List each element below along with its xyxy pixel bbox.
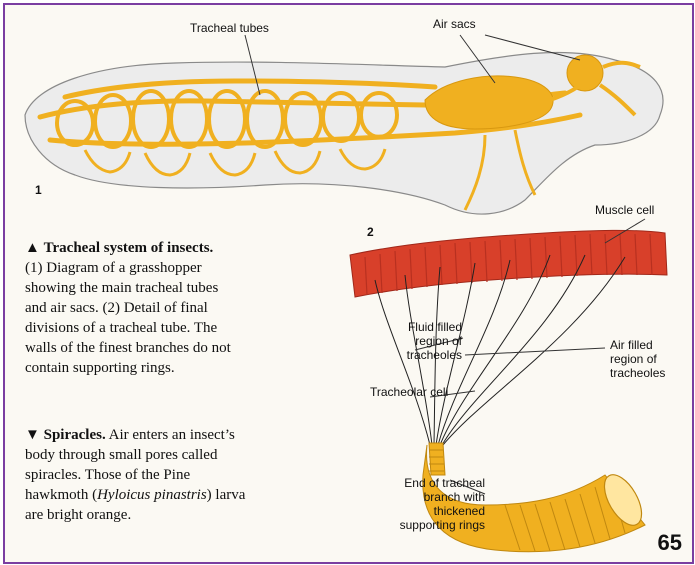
page-frame: Tracheal tubes Air sacs 1 (3, 3, 694, 564)
muscle-cell-label: Muscle cell (595, 203, 654, 217)
triangle-down-icon: ▼ (25, 427, 40, 443)
muscle-cell (350, 230, 667, 297)
tracheolar-cell-label: Tracheolar cell (370, 385, 448, 399)
fluid-filled-label: Fluid filled region of tracheoles (362, 320, 462, 362)
triangle-up-icon: ▲ (25, 240, 40, 256)
end-of-branch-label: End of tracheal branch with thickened su… (365, 476, 485, 532)
spiracles-caption: ▼ Spiracles. Air enters an insect’s body… (25, 425, 345, 525)
air-filled-label: Air filled region of tracheoles (610, 338, 665, 380)
page-number: 65 (658, 530, 682, 556)
figure-2-number: 2 (367, 225, 374, 239)
tracheal-system-caption: ▲ Tracheal system of insects. (1) Diagra… (25, 238, 345, 378)
